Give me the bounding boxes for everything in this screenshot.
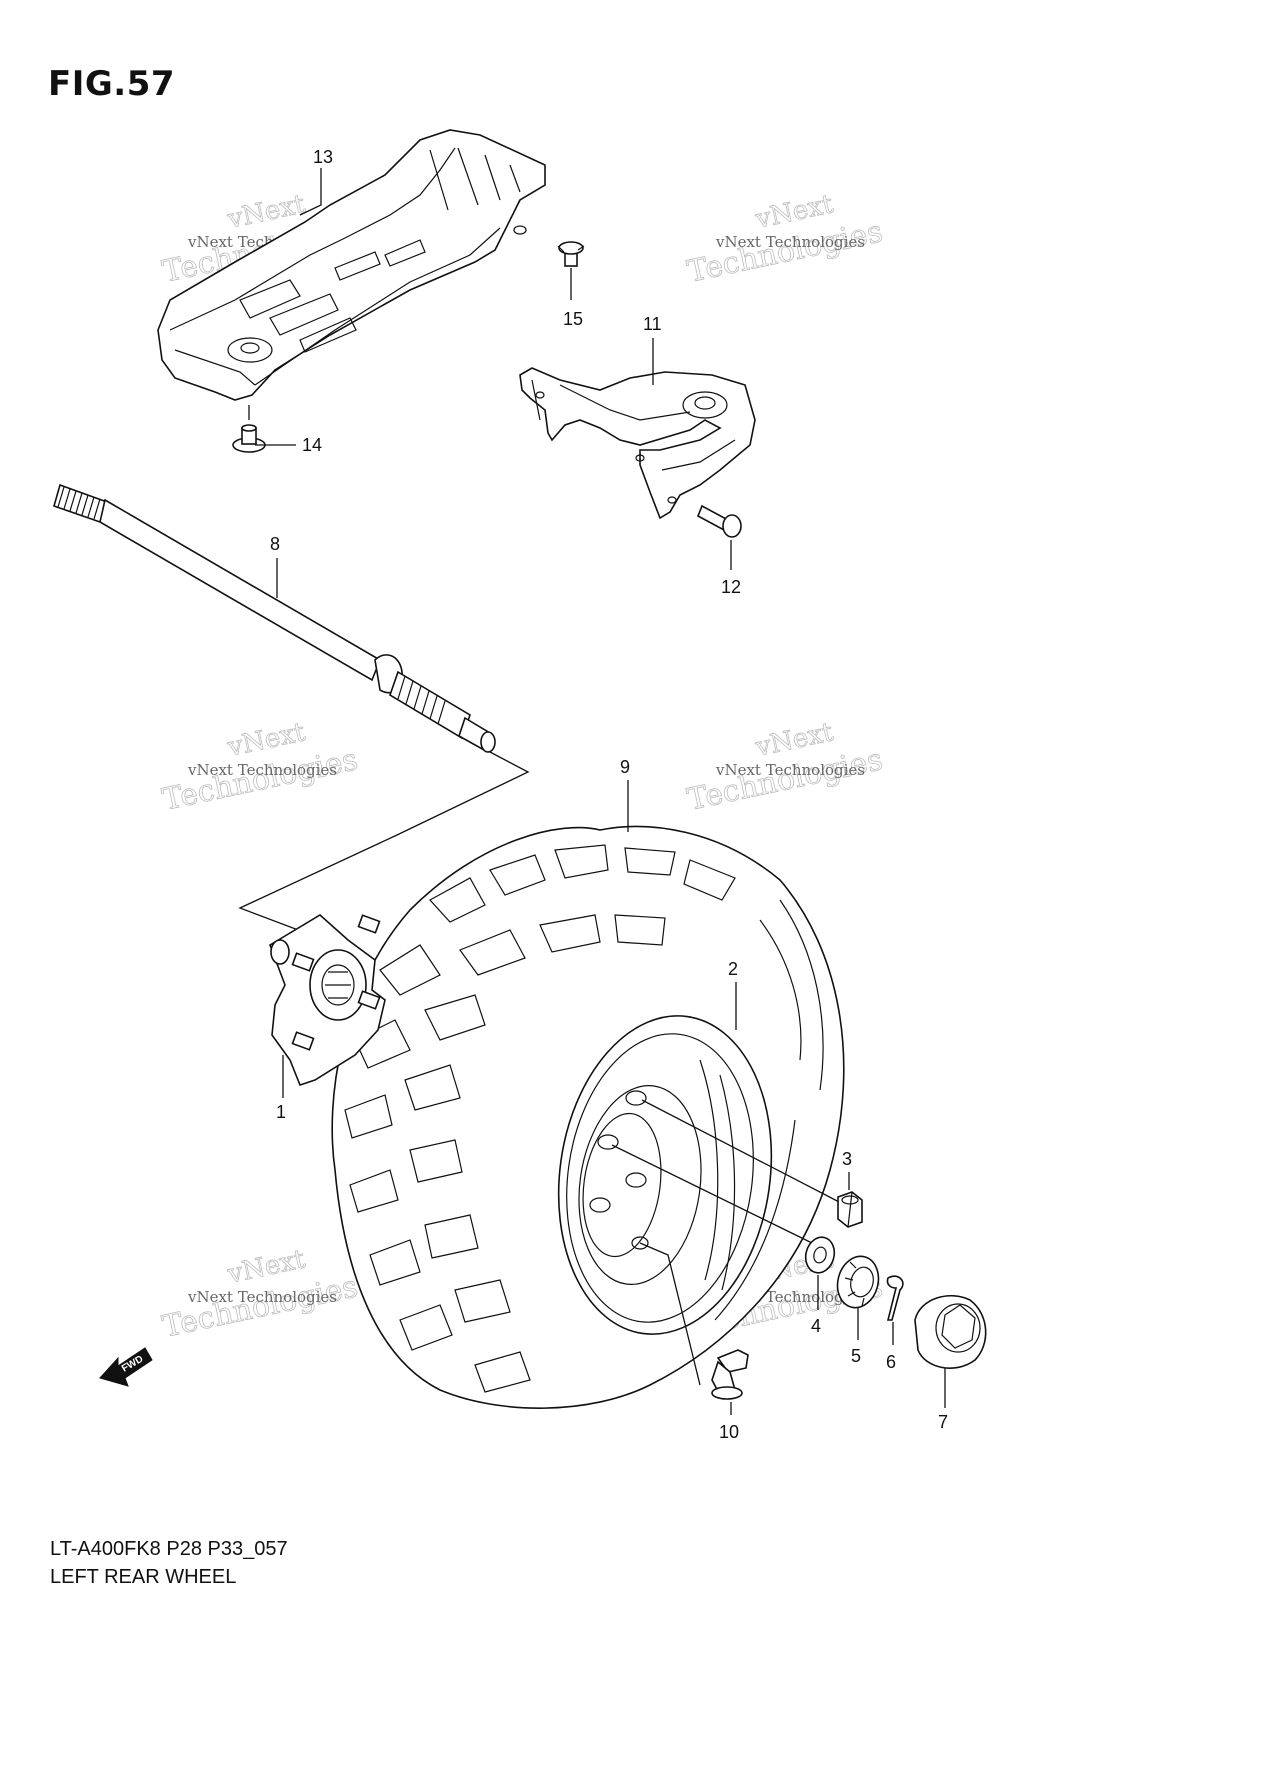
callout-13: 13 [313,147,333,167]
callout-5: 5 [851,1346,861,1366]
rim-part-2 [557,1015,773,1335]
svg-text:vNext Technologies: vNext Technologies [187,761,337,779]
axle-shaft-part-8 [53,483,496,753]
figure-title: FIG.57 [48,64,176,104]
bolt-part-12 [696,504,742,570]
callout-14: 14 [302,435,322,455]
leader-10-axis [639,1242,701,1386]
bolt-part-15 [557,241,585,300]
callout-4: 4 [811,1316,821,1336]
callout-12: 12 [721,577,741,597]
callout-7: 7 [938,1412,948,1432]
hub-cap-part-7 [914,1295,987,1369]
section-name: LEFT REAR WHEEL [50,1566,237,1588]
skid-plate-part-13 [157,129,546,401]
leader-4-axis [611,1144,813,1244]
washer-part-4 [804,1236,836,1274]
callout-1: 1 [276,1102,286,1122]
castle-nut-part-5 [836,1255,880,1309]
leader-13 [299,168,322,216]
callout-10: 10 [719,1422,739,1442]
svg-text:vNext Technologies: vNext Technologies [715,233,865,251]
callout-2: 2 [728,959,738,979]
bracket-part-11 [519,367,756,520]
forward-direction-arrow-icon: FWD [99,1347,153,1387]
watermark-top-right: vNext Technologies vNext Technologies [684,189,886,290]
watermark-middle-left: vNext Technologies vNext Technologies [159,717,361,818]
assembly-guide-line [238,751,530,943]
leader-3-axis [641,1099,846,1206]
model-code: LT-A400FK8 P28 P33_057 [50,1538,288,1560]
callout-8: 8 [270,534,280,554]
hub-part-1 [269,914,386,1086]
nut-part-3 [837,1191,863,1228]
callout-9: 9 [620,757,630,777]
watermark-bottom-left: vNext Technologies vNext Technologies [159,1244,361,1345]
callout-3: 3 [842,1149,852,1169]
bolt-part-14 [232,405,296,453]
cotter-pin-part-6 [886,1275,904,1321]
valve-stem-part-10 [711,1349,749,1400]
callout-11: 11 [643,314,662,334]
callout-6: 6 [886,1352,896,1372]
watermark-middle-right: vNext Technologies vNext Technologies [684,717,886,818]
svg-text:vNext Technologies: vNext Technologies [715,761,865,779]
callout-15: 15 [563,309,583,329]
svg-text:vNext Technologies: vNext Technologies [187,1288,337,1306]
figure-caption: LT-A400FK8 P28 P33_057 LEFT REAR WHEEL [50,1535,288,1591]
